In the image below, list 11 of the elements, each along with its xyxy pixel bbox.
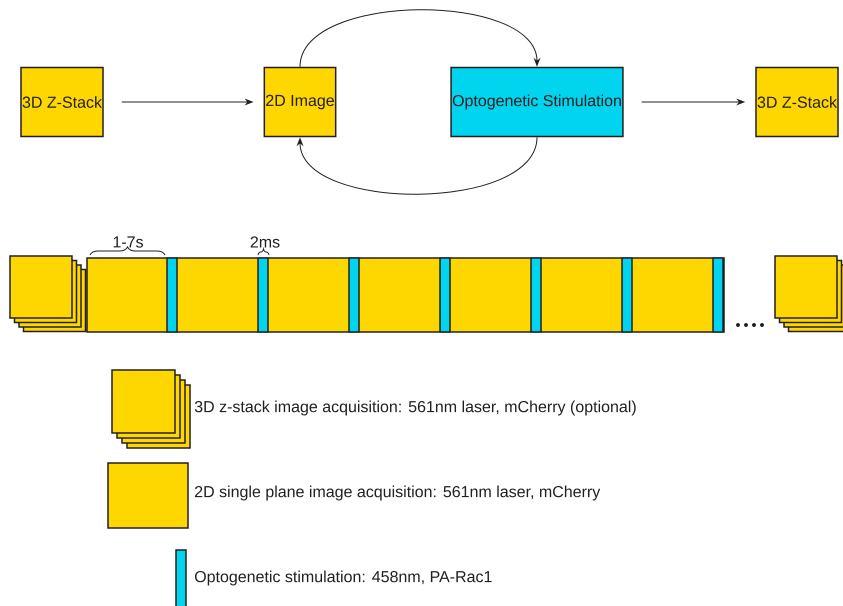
- duration-label: 2ms: [250, 236, 280, 248]
- process-box: 2D Image: [264, 66, 336, 138]
- duration-label: 1-7s: [114, 236, 143, 248]
- legend-text: 2D single plane image acquisition: 561nm laser, mCherry: [195, 486, 600, 500]
- legend-text: Optogenetic stimulation: 458nm, PA-Rac1: [194, 570, 492, 586]
- process-box: Optogenetic Stimulation: [450, 66, 624, 138]
- arrow: [300, 9, 541, 68]
- legend-text: 3D z-stack image acquisition: 561nm laser, mCherry (optional): [194, 400, 636, 416]
- process-box: 3D Z-Stack: [755, 66, 839, 138]
- process-box: 3D Z-Stack: [20, 66, 104, 138]
- arrow: [296, 136, 538, 195]
